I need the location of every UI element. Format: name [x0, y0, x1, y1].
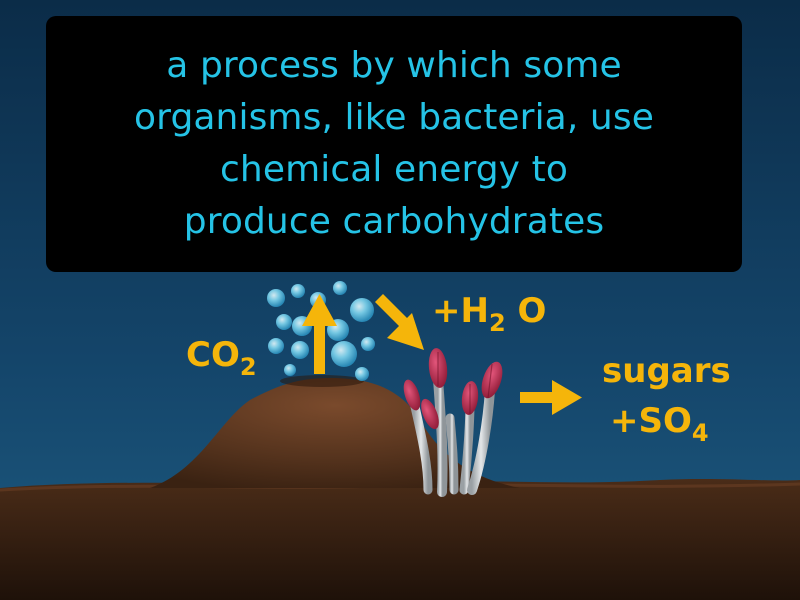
- tube-worm-plume: [421, 398, 439, 430]
- tube-worm-plume: [403, 379, 421, 411]
- arrow-down-right-icon: [375, 294, 424, 350]
- tube-worm-tube: [467, 385, 495, 495]
- definition-line: chemical energy to: [220, 149, 568, 190]
- so4-label: +SO4: [610, 401, 709, 447]
- bubble: [331, 341, 357, 367]
- sugars-label: sugars: [602, 351, 731, 391]
- definition-text: a process by which some organisms, like …: [134, 40, 654, 248]
- seafloor: [0, 479, 800, 600]
- co2-bubbles: [267, 281, 375, 381]
- arrow-right-icon: [520, 380, 582, 415]
- tube-worms: [403, 348, 503, 497]
- bubble: [355, 367, 369, 381]
- definition-line: a process by which some: [166, 45, 622, 86]
- bubble: [361, 337, 375, 351]
- bubble: [291, 341, 309, 359]
- bubble: [276, 314, 292, 330]
- bubble: [333, 281, 347, 295]
- definition-line: produce carbohydrates: [183, 201, 605, 242]
- vent-opening: [280, 375, 364, 387]
- arrow-up-icon: [302, 294, 337, 374]
- definition-line: organisms, like bacteria, use: [134, 97, 654, 138]
- tube-worm-plume: [481, 361, 503, 399]
- bubble: [291, 284, 305, 298]
- definition-box: a process by which some organisms, like …: [46, 16, 742, 272]
- plume-stripes: [437, 352, 493, 414]
- bubble: [268, 338, 284, 354]
- bubble: [350, 298, 374, 322]
- h2o-label: +H2 O: [432, 291, 547, 337]
- tube-worm-tube: [433, 373, 448, 497]
- co2-label: CO2: [186, 335, 257, 381]
- bubble: [267, 289, 285, 307]
- tube-worm-tube: [409, 397, 433, 495]
- tube-worm-tube: [445, 413, 459, 495]
- bubble: [284, 364, 296, 376]
